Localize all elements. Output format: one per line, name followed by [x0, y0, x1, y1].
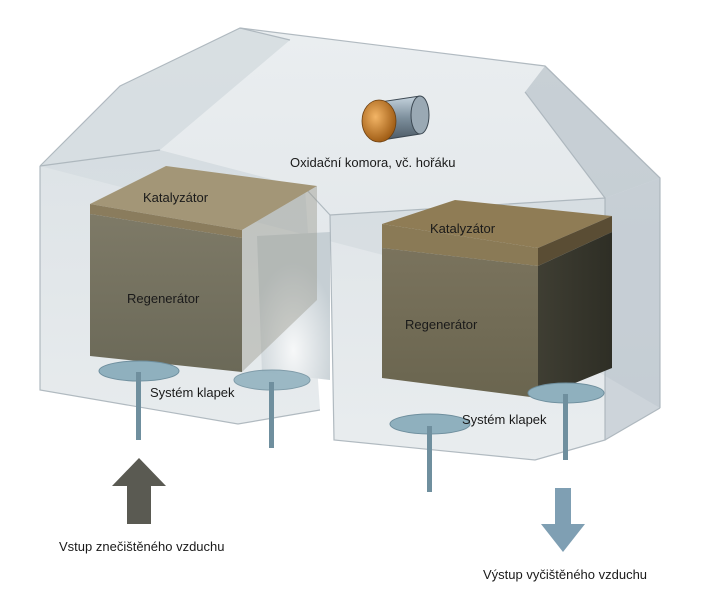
right-side-wall	[605, 178, 660, 440]
oxidation-chamber-label: Oxidační komora, vč. hořáku	[290, 155, 456, 170]
inlet-arrow-icon	[112, 458, 166, 524]
left-catalyst-front	[90, 204, 242, 238]
right-block	[382, 200, 612, 398]
left-catalyst-label: Katalyzátor	[143, 190, 209, 205]
right-regenerator-label: Regenerátor	[405, 317, 478, 332]
right-regenerator-front	[382, 248, 538, 398]
left-block	[90, 166, 317, 372]
left-regenerator-label: Regenerátor	[127, 291, 200, 306]
left-regenerator-front	[90, 214, 242, 372]
right-damper-system	[389, 382, 605, 492]
right-regenerator-side	[538, 232, 612, 398]
damper-stem	[269, 382, 274, 448]
right-catalyst-label: Katalyzátor	[430, 221, 496, 236]
burner-icon	[361, 95, 430, 143]
right-catalyst-side	[538, 216, 612, 266]
damper-stem	[136, 372, 141, 440]
left-damper-system	[98, 360, 311, 448]
roof-right-slope	[525, 66, 660, 198]
damper-stem	[563, 394, 568, 460]
outlet-arrow-icon	[541, 488, 585, 552]
right-valves-label: Systém klapek	[462, 412, 547, 427]
roof-left-slope	[40, 28, 290, 166]
right-catalyst-front	[382, 224, 538, 266]
damper-stem	[427, 426, 432, 492]
right-catalyst-top	[382, 200, 612, 248]
left-block-side	[242, 186, 317, 372]
inlet-label: Vstup znečištěného vzduchu	[59, 539, 225, 554]
outlet-label: Výstup vyčištěného vzduchu	[483, 567, 648, 582]
left-catalyst-top	[90, 166, 317, 230]
left-valves-label: Systém klapek	[150, 385, 235, 400]
